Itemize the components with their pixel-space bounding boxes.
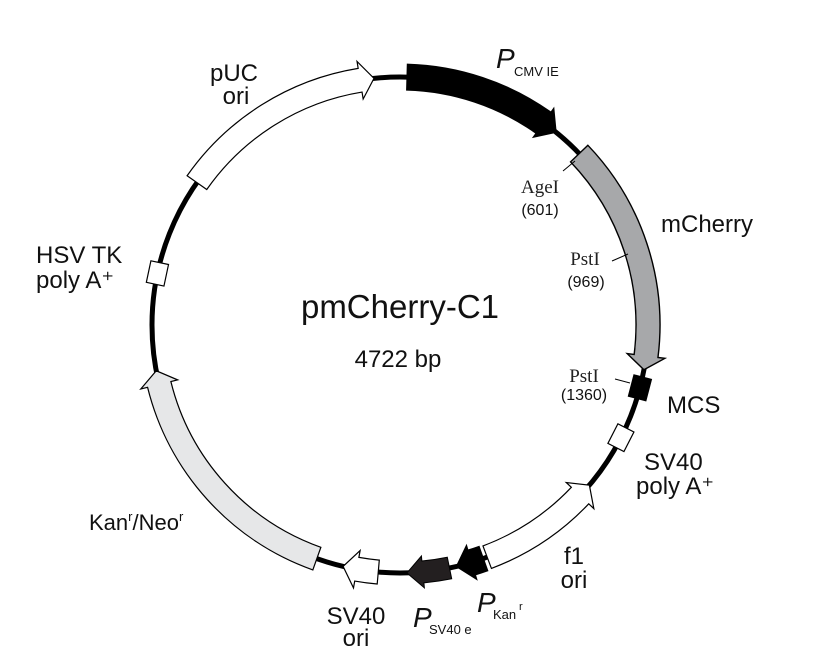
site-agei: AgeI (601)	[521, 160, 576, 219]
label-p-cmv-ie: P CMV IE	[496, 43, 559, 79]
label-kan-neo: Kanr/Neor	[89, 509, 184, 535]
label-neo-text: /Neo	[133, 510, 179, 535]
feature-mcherry	[569, 144, 668, 371]
feature-p-kan	[455, 543, 489, 581]
site-psti-969-position: (969)	[567, 274, 604, 291]
label-kan-text: Kan	[89, 510, 128, 535]
label-p-sv40-e: P SV40 e	[413, 602, 472, 637]
label-sv40-ori-line1: SV40	[327, 603, 386, 630]
feature-p-cmv-ie	[406, 63, 557, 139]
label-p-sv40e-italic: P	[413, 602, 432, 633]
label-f1-ori: f1 ori	[561, 543, 588, 594]
features-layer	[139, 59, 668, 590]
label-sv40-ori-line2: ori	[343, 625, 370, 652]
label-p-cmv-sub: CMV IE	[514, 64, 559, 79]
site-psti-1360: PstI (1360)	[561, 366, 631, 404]
label-p-sv40e-sub: SV40 e	[429, 622, 472, 637]
label-mcherry-text: mCherry	[661, 211, 753, 238]
label-f1-line1: f1	[564, 543, 584, 570]
label-p-kan-sub: Kan	[493, 607, 516, 622]
label-mcherry: mCherry	[661, 211, 753, 238]
label-sv40-polya-line2: poly A⁺	[636, 473, 714, 500]
label-hsv-tk-line2: poly A⁺	[36, 267, 114, 294]
site-agei-tick	[562, 160, 576, 172]
feature-sv40-ori	[342, 548, 380, 590]
feature-kan-neo	[139, 370, 322, 571]
site-psti-1360-name: PstI	[569, 366, 599, 387]
site-psti-1360-position: (1360)	[561, 387, 607, 404]
label-puc-ori: pUC ori	[210, 60, 258, 110]
label-p-kan: P Kan r	[477, 587, 523, 622]
label-p-kan-sup: r	[519, 601, 523, 613]
label-neo-sup: r	[179, 509, 184, 524]
site-psti-969-tick	[611, 253, 629, 262]
site-psti-969: PstI (969)	[567, 249, 629, 291]
label-f1-line2: ori	[561, 567, 588, 594]
feature-f1-ori	[482, 481, 595, 570]
label-sv40-ori: SV40 ori	[327, 603, 386, 652]
feature-puc-ori	[186, 59, 375, 191]
label-p-kan-italic: P	[477, 587, 496, 618]
label-mcs-text: MCS	[667, 392, 720, 419]
site-agei-position: (601)	[521, 202, 558, 219]
feature-sv40-poly-a	[607, 422, 635, 453]
label-sv40-polya-line1: SV40	[644, 449, 703, 476]
plasmid-name: pmCherry-C1	[301, 288, 499, 325]
feature-p-sv40-e	[406, 554, 453, 590]
label-sv40-poly-a: SV40 poly A⁺	[636, 449, 714, 500]
label-mcs: MCS	[667, 392, 720, 419]
label-kan-sup: r	[128, 509, 133, 524]
label-hsv-tk-poly-a: HSV TK poly A⁺	[36, 242, 122, 294]
label-puc-ori-line1: pUC	[210, 60, 258, 87]
label-p-cmv-italic: P	[496, 43, 515, 74]
label-hsv-tk-line1: HSV TK	[36, 242, 122, 269]
feature-hsv-tk-poly-a	[145, 260, 170, 287]
site-agei-name: AgeI	[521, 177, 559, 198]
label-puc-ori-line2: ori	[223, 83, 250, 110]
label-kan-neo-text: Kanr/Neor	[89, 509, 184, 535]
site-psti-1360-tick	[614, 378, 631, 384]
feature-mcs	[627, 374, 653, 402]
site-psti-969-name: PstI	[570, 249, 600, 270]
plasmid-size: 4722 bp	[355, 346, 442, 373]
